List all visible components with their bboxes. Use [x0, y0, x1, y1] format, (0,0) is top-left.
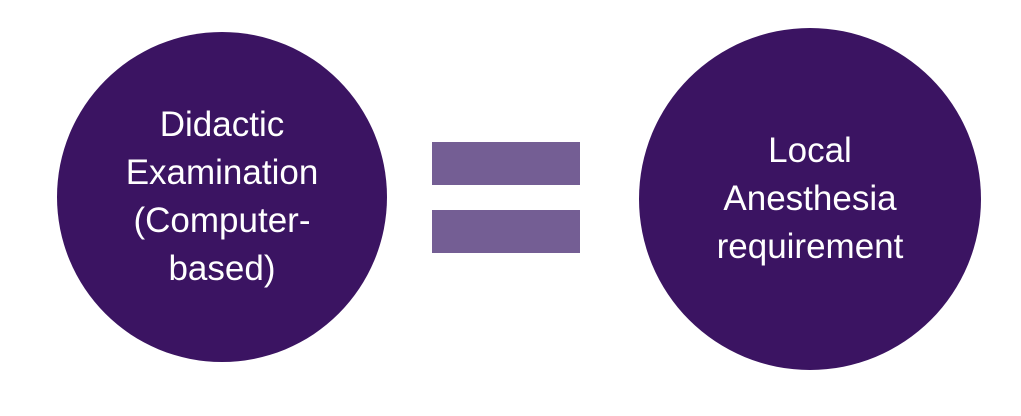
didactic-examination-circle: Didactic Examination (Computer- based) — [57, 32, 387, 362]
didactic-examination-label: Didactic Examination (Computer- based) — [125, 105, 319, 288]
equals-bar-top — [432, 142, 580, 185]
local-anesthesia-label: Local Anesthesia requirement — [716, 131, 904, 266]
equals-bar-bottom — [432, 210, 580, 253]
local-anesthesia-circle: Local Anesthesia requirement — [639, 28, 981, 370]
